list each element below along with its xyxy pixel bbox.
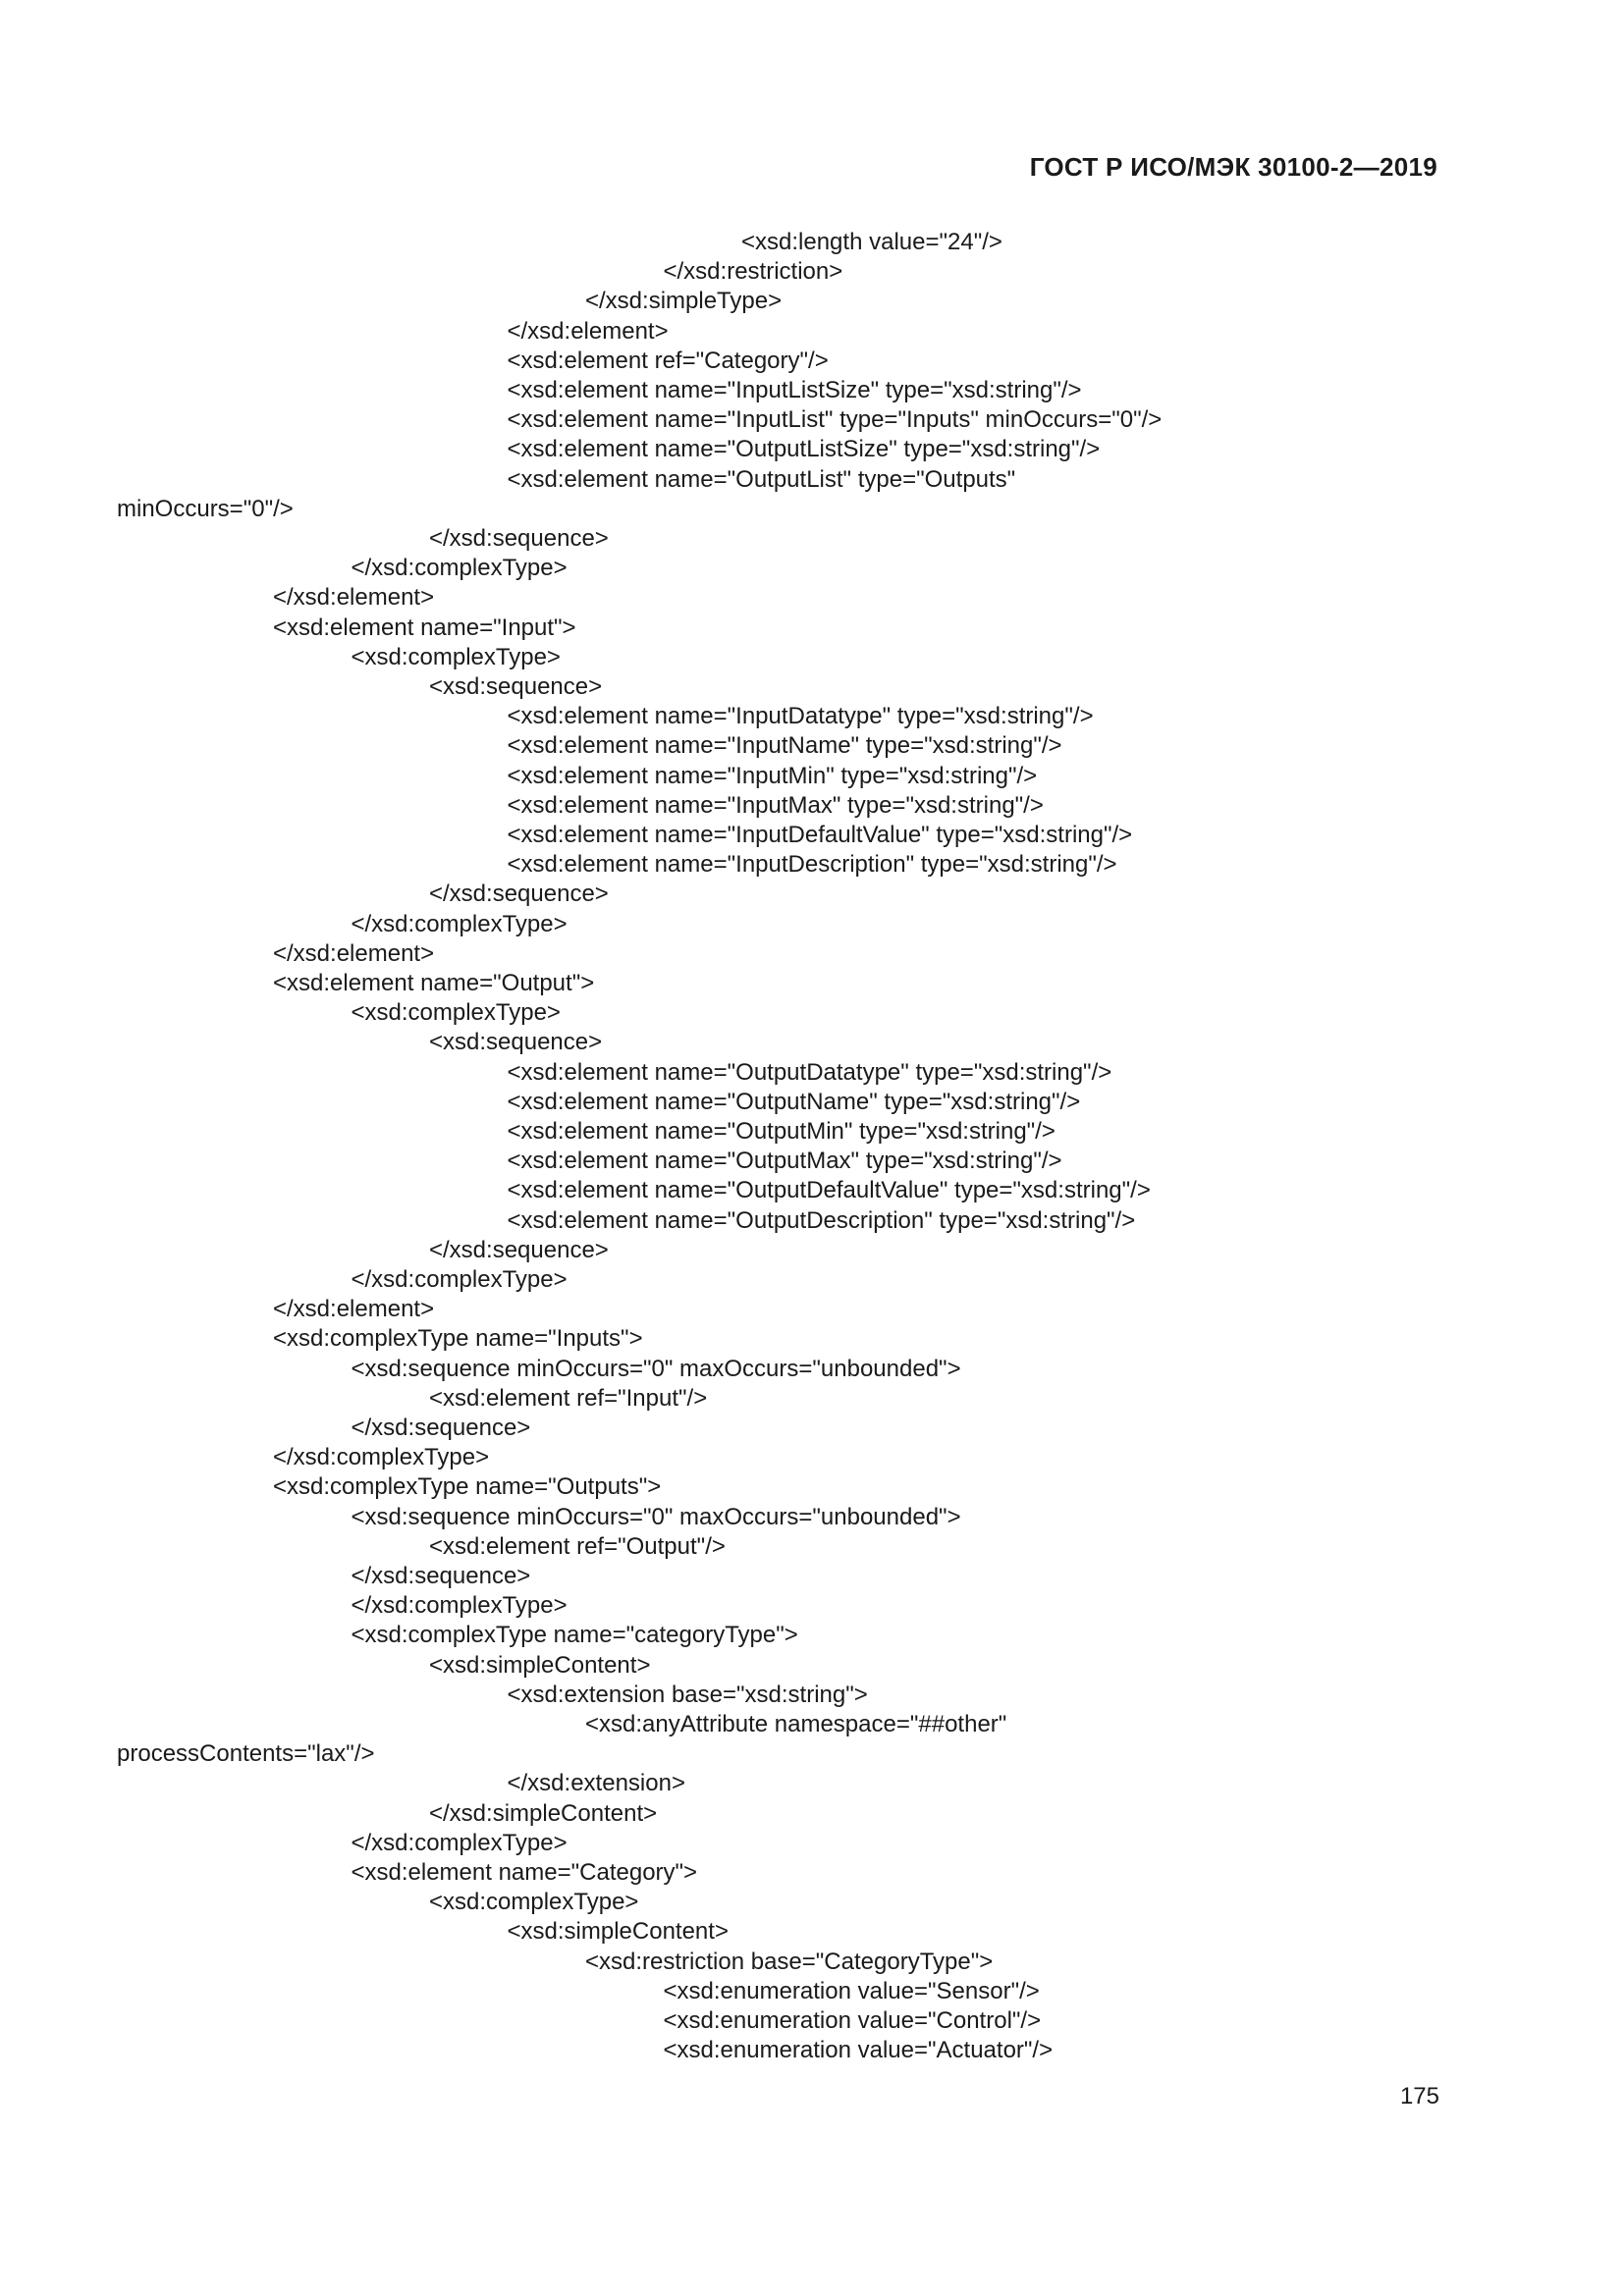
code-line: <xsd:sequence minOccurs="0" maxOccurs="u…	[351, 1503, 961, 1530]
code-line: <xsd:simpleContent>	[507, 1918, 729, 1946]
code-line: <xsd:element name="InputMin" type="xsd:s…	[507, 762, 1038, 789]
code-line: <xsd:complexType name="categoryType">	[351, 1622, 798, 1649]
code-line: <xsd:sequence minOccurs="0" maxOccurs="u…	[351, 1355, 961, 1382]
code-line: </xsd:sequence>	[429, 1236, 609, 1263]
code-line: </xsd:restriction>	[663, 258, 843, 286]
code-line: </xsd:simpleType>	[585, 288, 783, 315]
code-line: <xsd:element name="OutputDefaultValue" t…	[507, 1177, 1151, 1204]
code-line: </xsd:extension>	[507, 1770, 685, 1797]
code-line: <xsd:enumeration value="Control"/>	[663, 2007, 1042, 2034]
code-line: <xsd:element name="InputDescription" typ…	[507, 851, 1117, 879]
code-line: </xsd:simpleContent>	[429, 1799, 658, 1827]
code-line: </xsd:sequence>	[351, 1563, 531, 1589]
code-line: <xsd:element name="Input">	[273, 614, 576, 641]
code-line: <xsd:element name="OutputDescription" ty…	[507, 1206, 1136, 1234]
code-line: <xsd:element name="OutputDatatype" type=…	[507, 1058, 1112, 1086]
code-line: </xsd:element>	[273, 939, 435, 967]
page-number: 175	[1399, 2083, 1439, 2109]
code-line: <xsd:element name="InputMax" type="xsd:s…	[507, 791, 1044, 819]
code-line: </xsd:complexType>	[273, 1444, 490, 1471]
standard-header: ГОСТ Р ИСО/МЭК 30100-2—2019	[1029, 152, 1437, 182]
code-line: <xsd:element name="InputList" type="Inpu…	[507, 406, 1163, 434]
code-line: <xsd:restriction base="CategoryType">	[585, 1948, 994, 1975]
code-line: </xsd:sequence>	[429, 881, 609, 908]
code-line: <xsd:simpleContent>	[429, 1651, 651, 1679]
code-line: <xsd:extension base="xsd:string">	[507, 1681, 868, 1708]
code-line: <xsd:enumeration value="Sensor"/>	[663, 1977, 1040, 2004]
code-line: <xsd:sequence>	[429, 1029, 603, 1056]
code-line: </xsd:complexType>	[351, 555, 568, 582]
code-line: minOccurs="0"/>	[117, 495, 294, 522]
code-line: <xsd:length value="24"/>	[741, 229, 1002, 255]
code-line: <xsd:complexType>	[351, 643, 561, 670]
code-line: <xsd:element ref="Input"/>	[429, 1384, 708, 1412]
code-line: </xsd:complexType>	[351, 1266, 568, 1293]
code-line: <xsd:element name="Output">	[273, 970, 595, 996]
code-line: </xsd:complexType>	[351, 1829, 568, 1856]
code-line: <xsd:element name="InputDatatype" type="…	[507, 703, 1094, 730]
code-line: </xsd:complexType>	[351, 910, 568, 937]
code-line: <xsd:anyAttribute namespace="##other"	[585, 1711, 1007, 1737]
code-line: <xsd:sequence>	[429, 673, 603, 700]
code-line: <xsd:enumeration value="Actuator"/>	[663, 2037, 1054, 2064]
code-line: <xsd:element name="OutputListSize" type=…	[507, 436, 1101, 463]
code-line: <xsd:complexType>	[351, 999, 561, 1027]
code-line: <xsd:element name="Category">	[351, 1859, 698, 1886]
code-line: </xsd:sequence>	[351, 1415, 531, 1441]
code-line: <xsd:element name="OutputList" type="Out…	[507, 465, 1016, 493]
code-line: <xsd:element name="InputDefaultValue" ty…	[507, 822, 1133, 848]
code-line: </xsd:element>	[273, 584, 435, 612]
code-line: </xsd:complexType>	[351, 1592, 568, 1620]
code-line: <xsd:complexType name="Outputs">	[273, 1473, 662, 1501]
code-line: <xsd:element ref="Output"/>	[429, 1532, 726, 1560]
code-line: <xsd:element name="InputName" type="xsd:…	[507, 732, 1062, 760]
code-line: processContents="lax"/>	[117, 1740, 375, 1768]
code-line: <xsd:element name="InputListSize" type="…	[507, 377, 1082, 403]
code-line: <xsd:complexType name="Inputs">	[273, 1325, 643, 1353]
code-line: <xsd:element name="OutputName" type="xsd…	[507, 1088, 1081, 1115]
code-line: <xsd:complexType>	[429, 1889, 639, 1916]
code-line: <xsd:element ref="Category"/>	[507, 347, 829, 374]
code-line: <xsd:element name="OutputMax" type="xsd:…	[507, 1148, 1062, 1175]
code-line: </xsd:sequence>	[429, 525, 609, 552]
code-line: </xsd:element>	[273, 1296, 435, 1323]
code-line: <xsd:element name="OutputMin" type="xsd:…	[507, 1118, 1056, 1145]
code-line: </xsd:element>	[507, 317, 669, 345]
